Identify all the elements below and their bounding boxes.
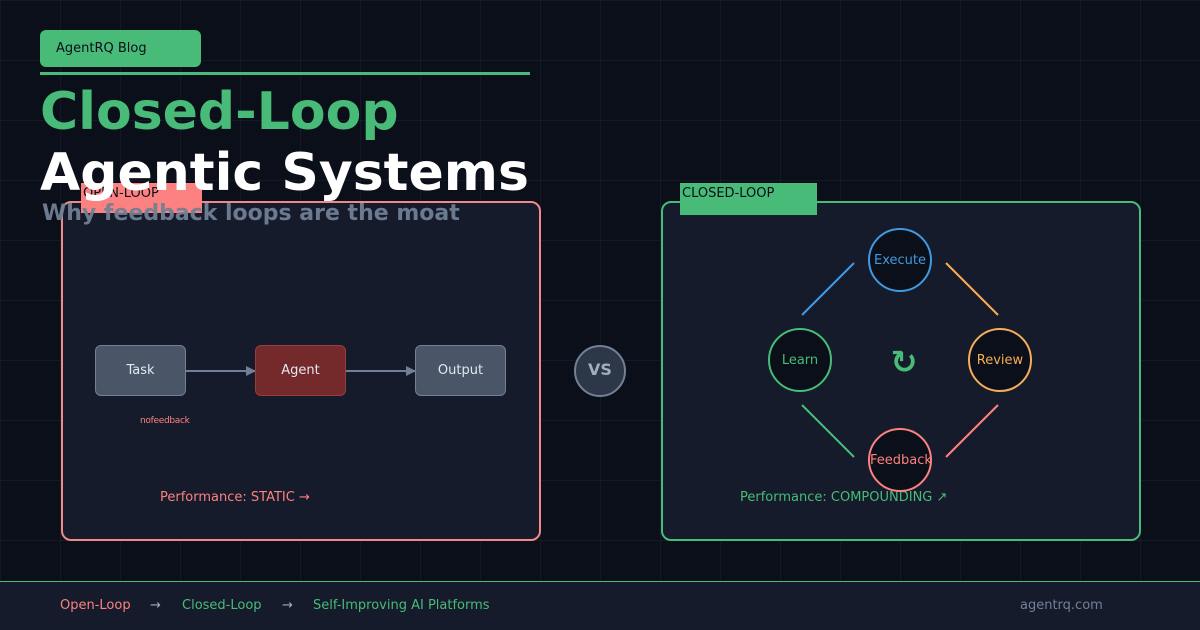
title-rule [40, 72, 530, 75]
no-feedback-note: nofeedback [140, 416, 190, 426]
node-execute: Execute [868, 228, 932, 292]
node-output: Output [415, 345, 506, 396]
node-agent: Agent [255, 345, 346, 396]
open-loop-tag: OPEN-LOOP [81, 183, 202, 213]
footer-self-improving-link[interactable]: Self-Improving AI Platforms [313, 598, 490, 613]
vs-badge: VS [574, 345, 626, 397]
node-task: Task [95, 345, 186, 396]
footer-arrow-2: → [282, 598, 293, 613]
title-line-1: Closed-Loop [40, 82, 399, 142]
blog-badge[interactable]: AgentRQ Blog [40, 30, 201, 67]
node-learn: Learn [768, 328, 832, 392]
footer-site-link[interactable]: agentrq.com [1020, 598, 1103, 613]
closed-loop-tag: CLOSED-LOOP [680, 183, 817, 215]
footer-arrow-1: → [150, 598, 161, 613]
subtitle: Why feedback loops are the moat [42, 201, 460, 226]
closed-loop-performance: Performance: COMPOUNDING ↗ [740, 490, 948, 505]
node-review: Review [968, 328, 1032, 392]
footer-closed-loop-link[interactable]: Closed-Loop [182, 598, 262, 613]
open-loop-performance: Performance: STATIC → [160, 490, 310, 505]
title-line-2: Agentic Systems [40, 143, 529, 203]
footer-bar [0, 581, 1200, 630]
loop-arrow-icon: ↻ [890, 343, 918, 381]
footer-open-loop-link[interactable]: Open-Loop [60, 598, 131, 613]
node-feedback: Feedback [868, 428, 932, 492]
